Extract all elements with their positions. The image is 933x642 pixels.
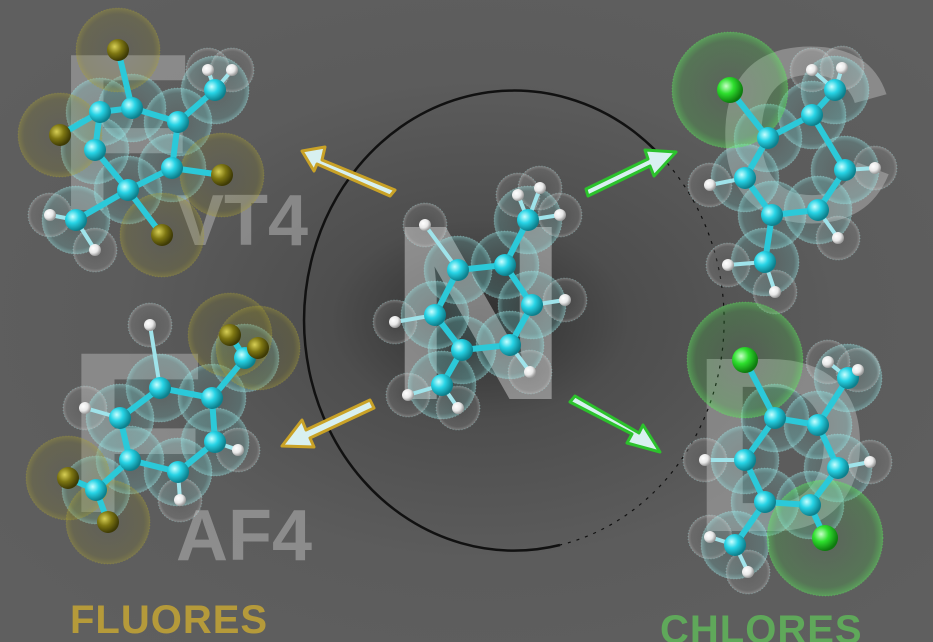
carbon-atom — [494, 254, 516, 276]
hydrogen-atom — [832, 232, 844, 244]
orbit-arc-dash — [559, 149, 725, 546]
hydrogen-atom — [699, 454, 711, 466]
code-label-af4: AF4 — [176, 496, 313, 576]
arrow-to-top-right — [584, 148, 678, 198]
carbon-atom — [724, 534, 746, 556]
hydrogen-atom — [742, 566, 754, 578]
carbon-atom — [734, 449, 756, 471]
carbon-atom — [201, 387, 223, 409]
top-right-molecule-surface — [671, 31, 898, 315]
carbon-atom — [149, 377, 171, 399]
carbon-atom — [499, 334, 521, 356]
hydrogen-atom — [822, 356, 834, 368]
hydrogen-atom — [144, 319, 156, 331]
hydrogen-atom — [704, 531, 716, 543]
chlorine-atom — [717, 77, 743, 103]
hydrogen-atom — [864, 456, 876, 468]
carbon-atom — [167, 111, 189, 133]
carbon-atom — [85, 479, 107, 501]
carbon-atom — [754, 251, 776, 273]
carbon-atom — [89, 101, 111, 123]
hydrogen-atom — [559, 294, 571, 306]
carbon-atom — [109, 407, 131, 429]
center-molecule-atoms — [389, 182, 571, 414]
carbon-atom — [801, 104, 823, 126]
chlores-label: CHLORES — [660, 608, 863, 642]
carbon-atom — [824, 79, 846, 101]
carbon-atom — [117, 179, 139, 201]
hydrogen-atom — [389, 316, 401, 328]
hydrogen-atom — [554, 209, 566, 221]
carbon-atom — [121, 97, 143, 119]
fluorine-atom — [107, 39, 129, 61]
hydrogen-atom — [402, 389, 414, 401]
carbon-atom — [84, 139, 106, 161]
hydrogen-atom — [769, 286, 781, 298]
hydrogen-atom — [419, 219, 431, 231]
carbon-atom — [431, 374, 453, 396]
arrow-to-bottom-left — [280, 398, 376, 449]
hydrogen-atom — [524, 366, 536, 378]
carbon-atom — [65, 209, 87, 231]
orbit-arc — [302, 89, 656, 552]
top-right-molecule-atoms — [704, 62, 881, 298]
fluorine-atom — [151, 224, 173, 246]
bottom-right-molecule-atoms — [699, 347, 876, 578]
hydrogen-atom — [452, 402, 464, 414]
carbon-atom — [764, 407, 786, 429]
hydrogen-atom — [79, 402, 91, 414]
carbon-atom — [517, 209, 539, 231]
arrow-to-top-left — [300, 145, 397, 198]
hydrogen-atom — [869, 162, 881, 174]
carbon-atom — [447, 259, 469, 281]
carbon-atom — [734, 167, 756, 189]
carbon-atom — [807, 199, 829, 221]
carbon-atom — [834, 159, 856, 181]
carbon-atom — [761, 204, 783, 226]
fluorine-atom — [97, 511, 119, 533]
hydrogen-atom — [534, 182, 546, 194]
carbon-atom — [827, 457, 849, 479]
carbon-atom — [799, 494, 821, 516]
hydrogen-atom — [704, 179, 716, 191]
hydrogen-atom — [174, 494, 186, 506]
hydrogen-atom — [89, 244, 101, 256]
chlorine-atom — [812, 525, 838, 551]
hydrogen-atom — [806, 64, 818, 76]
bottom-left-molecule-atoms — [57, 319, 269, 533]
fluorine-atom — [49, 124, 71, 146]
carbon-atom — [807, 414, 829, 436]
fluorine-atom — [57, 467, 79, 489]
fluorine-atom — [211, 164, 233, 186]
hydrogen-atom — [44, 209, 56, 221]
carbon-atom — [161, 157, 183, 179]
hydrogen-atom — [202, 64, 214, 76]
arrow-to-bottom-right — [568, 394, 662, 454]
chlorine-atom — [732, 347, 758, 373]
fluorine-atom — [247, 337, 269, 359]
top-left-molecule-atoms — [44, 39, 238, 256]
carbon-atom — [424, 304, 446, 326]
carbon-atom — [754, 491, 776, 513]
fluorine-atom — [219, 324, 241, 346]
carbon-atom — [204, 431, 226, 453]
bottom-left-molecule-surface — [25, 292, 301, 565]
carbon-atom — [451, 339, 473, 361]
carbon-atom — [204, 79, 226, 101]
hydrogen-atom — [232, 444, 244, 456]
hydrogen-atom — [226, 64, 238, 76]
carbon-atom — [119, 449, 141, 471]
fluores-label: FLUORES — [70, 598, 269, 642]
carbon-atom — [521, 294, 543, 316]
hydrogen-atom — [512, 189, 524, 201]
hydrogen-atom — [722, 259, 734, 271]
hydrogen-atom — [852, 364, 864, 376]
carbon-atom — [167, 461, 189, 483]
bottom-right-molecule-surface — [682, 301, 893, 597]
carbon-atom — [757, 127, 779, 149]
hydrogen-atom — [836, 62, 848, 74]
